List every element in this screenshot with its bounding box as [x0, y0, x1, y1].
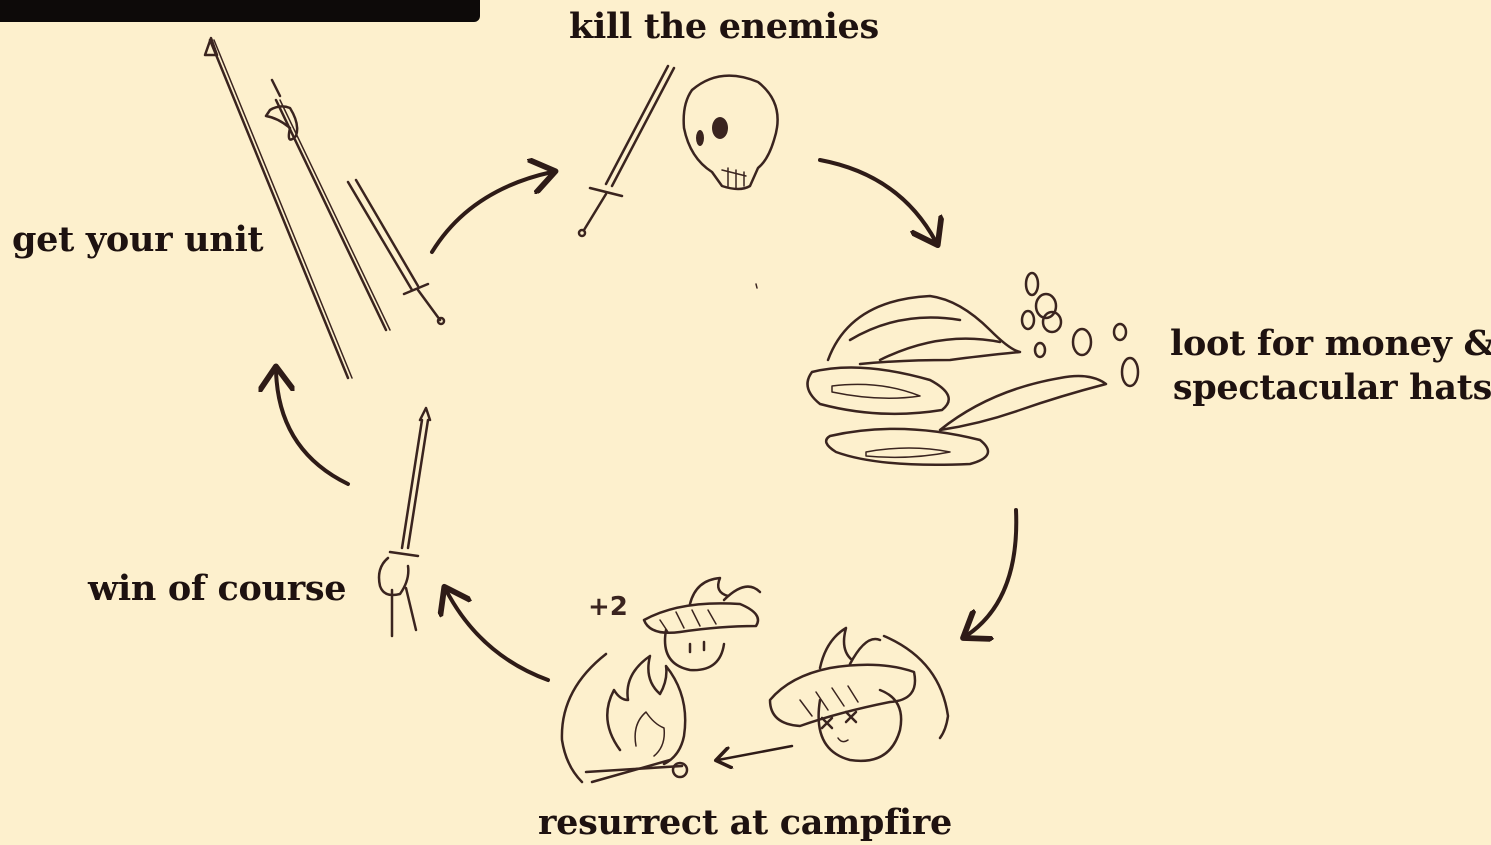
step-unit-label: get your unit [12, 218, 263, 262]
weapons-icon [205, 38, 444, 378]
step-loot-label-line1: loot for money & [1170, 322, 1491, 366]
arrow-loot-to-dead [966, 510, 1016, 636]
arrow-fire-to-win [446, 590, 548, 680]
arrow-win-to-unit [276, 370, 348, 484]
step-loot-label: loot for money & spectacular hats [1170, 322, 1491, 410]
step-kill-label: kill the enemies [569, 5, 879, 49]
revived-unit-icon [644, 578, 760, 670]
skull-icon [684, 76, 778, 189]
step-loot-label-line2: spectacular hats [1170, 366, 1491, 410]
arrow-dead-to-fire [718, 746, 792, 760]
arrow-unit-to-kill [432, 172, 552, 252]
step-resurrect-label: resurrect at campfire [538, 801, 952, 845]
raised-sword-icon [379, 408, 430, 636]
bonus-badge: +2 [588, 592, 628, 622]
arrow-kill-to-loot [820, 160, 936, 242]
dead-unit-icon [770, 628, 948, 761]
campfire-icon [562, 654, 687, 782]
sword-icon [579, 66, 674, 236]
step-win-label: win of course [88, 567, 346, 611]
center-mark [756, 284, 757, 288]
coins-icon [1022, 273, 1138, 386]
